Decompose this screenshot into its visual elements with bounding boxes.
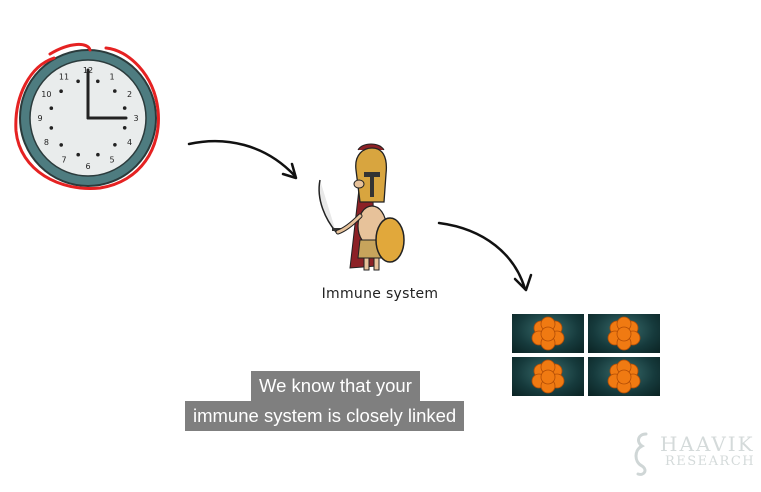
clock-number: 4	[127, 138, 132, 147]
immune-cell-icon	[512, 357, 584, 396]
immune-cell-icon	[588, 314, 660, 353]
seahorse-logo-icon	[634, 432, 648, 476]
clock-number: 3	[133, 114, 138, 123]
clock-number: 10	[41, 90, 51, 99]
subtitle-line-1: We know that your	[251, 371, 420, 401]
clock-number: 11	[59, 72, 69, 81]
clock-tick	[113, 89, 117, 93]
clock-number: 1	[109, 72, 114, 81]
brand-subname: RESEARCH	[665, 454, 756, 469]
clock-tick	[76, 152, 80, 157]
clock-icon: 121234567891011	[14, 43, 160, 190]
clock-tick	[49, 126, 54, 130]
clock-number: 8	[44, 138, 49, 147]
arrow-icon	[187, 139, 298, 180]
clock-tick	[96, 152, 100, 157]
clock-tick	[59, 89, 63, 93]
clock-number: 7	[61, 156, 66, 165]
subtitle-line-2: immune system is closely linked	[185, 401, 465, 431]
clock-tick	[122, 126, 127, 130]
clock-number: 9	[37, 114, 42, 123]
clock-number: 6	[85, 162, 90, 171]
clock-tick	[122, 106, 127, 110]
illustration-label: Immune system	[321, 286, 439, 302]
clock-number: 2	[127, 90, 132, 99]
clock-tick	[96, 79, 100, 84]
immune-cell-icon	[512, 314, 584, 353]
immune-cell-icon	[588, 357, 660, 396]
clock-tick	[59, 143, 63, 147]
brand-name: HAAVIK	[660, 432, 755, 456]
clock-number: 5	[109, 156, 114, 165]
clock-tick	[113, 143, 117, 147]
clock-tick	[76, 79, 80, 84]
spartan-warrior-icon	[318, 143, 405, 271]
clock-tick	[49, 106, 54, 110]
immune-cells-grid	[512, 314, 660, 396]
arrow-icon	[437, 221, 533, 292]
